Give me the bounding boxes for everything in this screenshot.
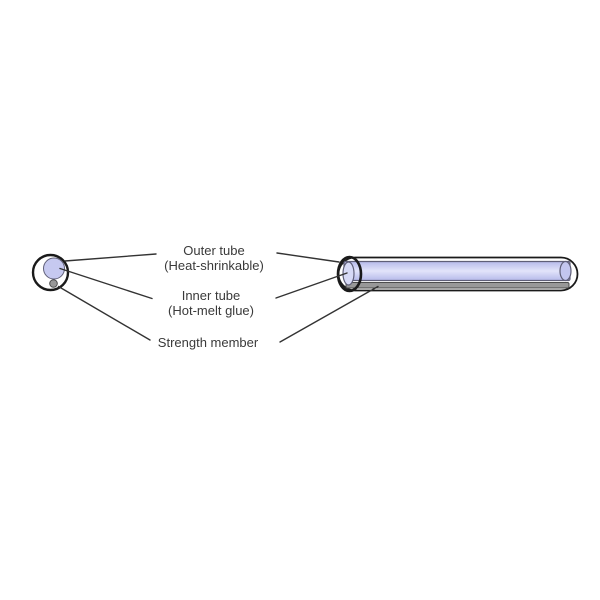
leader-strength-right: [279, 285, 379, 343]
side-view-strength-member: [345, 282, 570, 289]
leader-inner-tube-right: [275, 272, 348, 299]
label-outer-tube-line2: (Heat-shrinkable): [164, 258, 264, 273]
label-inner-tube: Inner tube (Hot-melt glue): [141, 288, 281, 318]
side-view-inner-tube: [343, 260, 571, 282]
leader-outer-tube-left: [64, 253, 157, 262]
cross-section-inner-circle: [43, 257, 65, 280]
leader-strength-left: [57, 285, 151, 341]
label-strength-member: Strength member: [138, 335, 278, 350]
inner-tube-left-end-cap: [342, 261, 355, 286]
label-strength-member-line1: Strength member: [157, 335, 259, 350]
inner-tube-right-end-cap: [559, 260, 572, 282]
label-outer-tube-line1: Outer tube: [183, 243, 245, 258]
leader-inner-tube-left: [59, 267, 153, 300]
leader-lines: [57, 252, 379, 343]
tube-end-highlight-ellipse: [336, 255, 363, 293]
leader-outer-tube-right: [276, 252, 340, 263]
label-inner-tube-line2: (Hot-melt glue): [168, 303, 254, 318]
label-outer-tube: Outer tube (Heat-shrinkable): [144, 243, 284, 273]
label-inner-tube-line1: Inner tube: [181, 288, 241, 303]
cross-section-strength-dot: [49, 279, 58, 288]
